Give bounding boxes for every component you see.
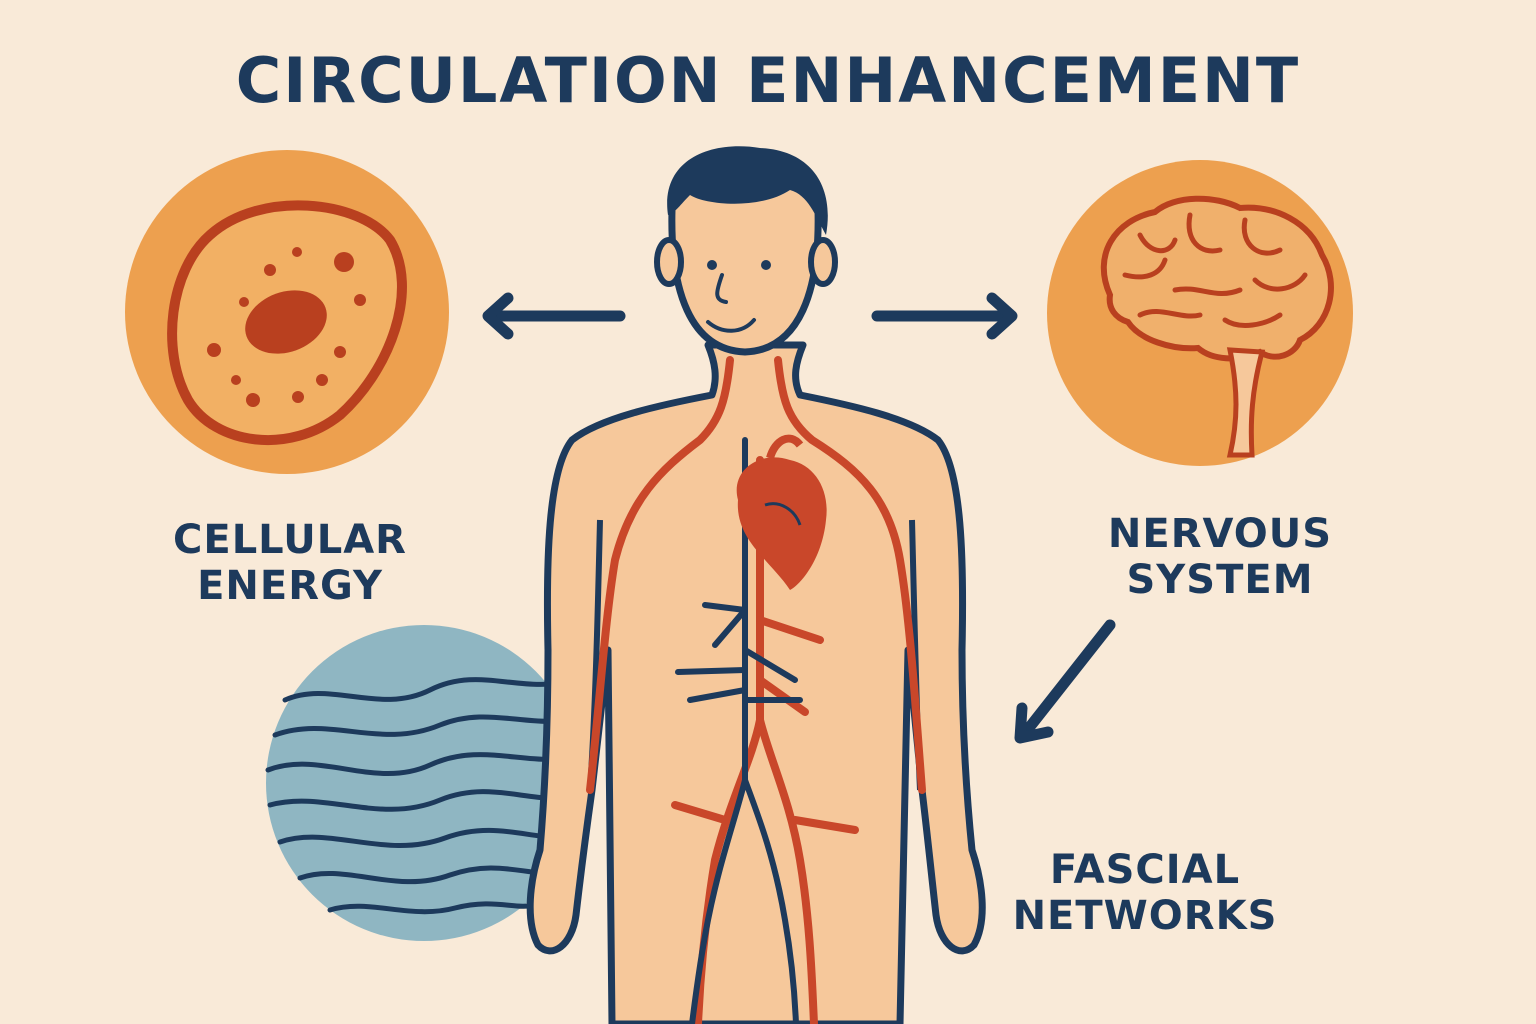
label-cellular-line1: CELLULAR xyxy=(173,517,407,563)
label-nervous-line1: NERVOUS xyxy=(1107,511,1333,557)
label-fascial-line1: FASCIAL xyxy=(1049,847,1241,893)
brain-icon xyxy=(1047,160,1353,466)
cell-icon xyxy=(125,150,449,474)
arrow-to-cellular xyxy=(482,292,626,340)
heart-icon xyxy=(736,434,827,590)
label-nervous-line2: SYSTEM xyxy=(1126,557,1314,603)
fascia-icon xyxy=(265,625,587,941)
label-nervous-system: NERVOUS SYSTEM xyxy=(1070,511,1370,603)
label-cellular-energy: CELLULAR ENERGY xyxy=(145,517,435,609)
human-body-figure xyxy=(526,146,986,1024)
page-title: CIRCULATION ENHANCEMENT xyxy=(235,44,1301,117)
arrow-to-fascial xyxy=(1014,619,1116,744)
label-fascial-line2: NETWORKS xyxy=(1012,893,1278,939)
label-cellular-line2: ENERGY xyxy=(197,563,383,609)
label-fascial-networks: FASCIAL NETWORKS xyxy=(1010,847,1280,939)
arrow-to-nervous xyxy=(871,292,1018,340)
